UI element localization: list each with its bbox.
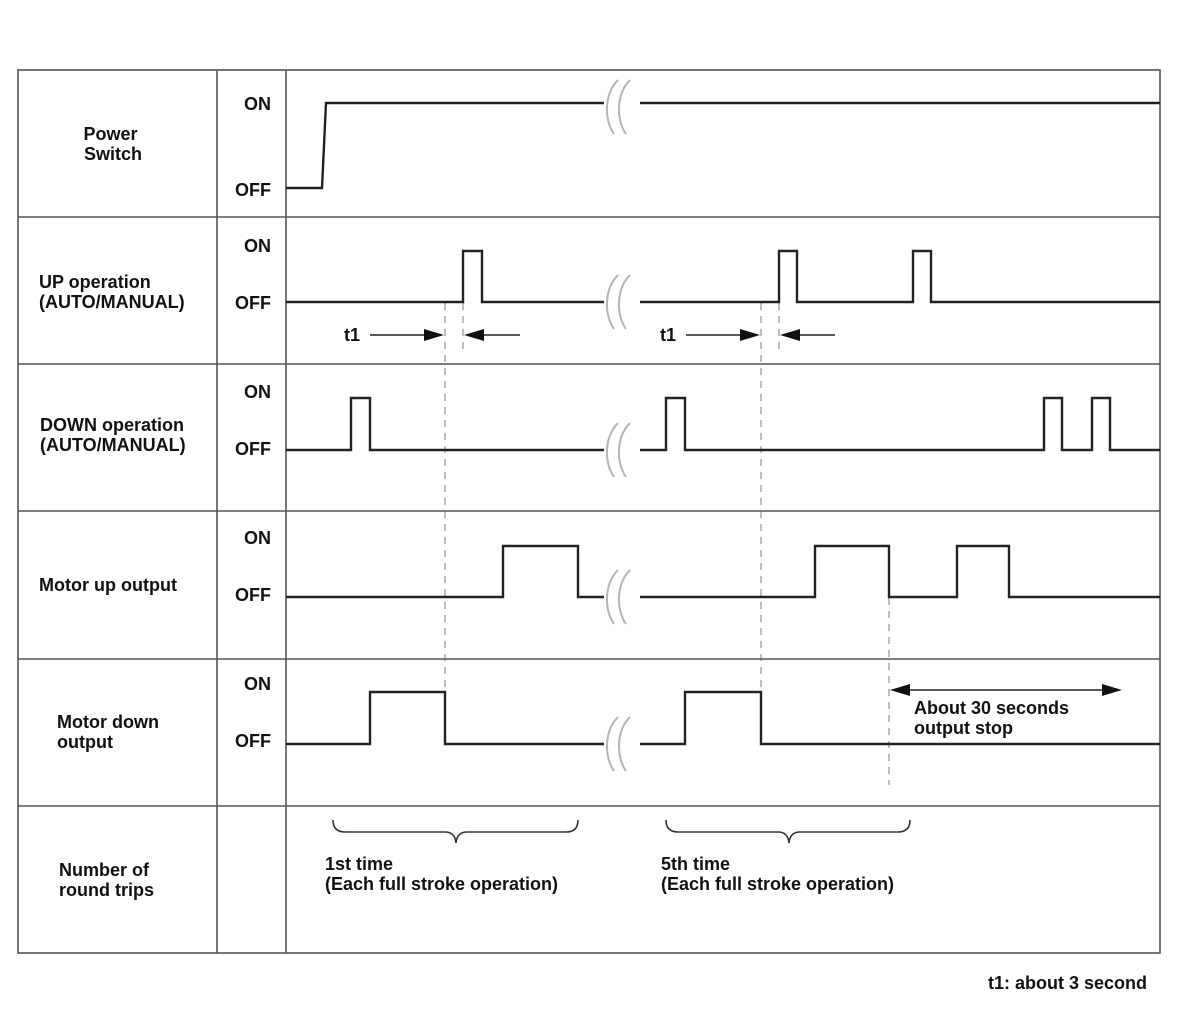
down-on-label: ON: [244, 382, 271, 402]
row-label-number-of-round-trips: Number of round trips: [59, 860, 154, 900]
motor-down-output-waveform: [286, 690, 1160, 746]
up-operation-waveform: [286, 249, 1160, 304]
t1-arrow-right: [424, 329, 444, 341]
row-label-motor-up-output: Motor up output: [39, 575, 177, 595]
row-label-power-switch: Power Switch: [83, 124, 142, 164]
power-switch-waveform: [286, 101, 1160, 190]
fifth-trip-label: 5th time (Each full stroke operation): [661, 854, 894, 894]
motor-down-on-label: ON: [244, 674, 271, 694]
t1-label-left: t1: [344, 325, 360, 345]
motor-up-output-waveform: [286, 544, 1160, 599]
fifth-trip-brace: [665, 819, 911, 844]
t1-arrow-right-2: [740, 329, 760, 341]
time-break-motor-down: [604, 715, 640, 773]
waveforms: [286, 101, 1160, 746]
t1-label-right: t1: [660, 325, 676, 345]
time-break-markers: [604, 78, 640, 773]
stop-arrow-right: [1102, 684, 1122, 696]
time-break-up: [604, 273, 640, 331]
first-trip-label: 1st time (Each full stroke operation): [325, 854, 558, 894]
up-off-label: OFF: [235, 293, 271, 313]
output-stop-annotation: About 30 seconds output stop: [890, 684, 1122, 738]
timing-reference-lines: [444, 303, 890, 785]
t1-marker-right: t1: [660, 325, 835, 345]
time-break-motor-up: [604, 568, 640, 626]
motor-down-off-label: OFF: [235, 731, 271, 751]
t1-arrow-left-2: [780, 329, 800, 341]
table-grid: [17, 69, 1161, 954]
row-label-down-operation: DOWN operation (AUTO/MANUAL): [40, 415, 189, 455]
down-operation-waveform: [286, 396, 1160, 452]
t1-arrow-left: [464, 329, 484, 341]
motor-up-off-label: OFF: [235, 585, 271, 605]
time-break-down: [604, 421, 640, 479]
up-on-label: ON: [244, 236, 271, 256]
row-label-motor-down-output: Motor down output: [57, 712, 164, 752]
stop-arrow-left: [890, 684, 910, 696]
first-trip-brace: [332, 819, 579, 844]
t1-marker-left: t1: [344, 325, 520, 345]
state-labels: ON OFF ON OFF ON OFF ON OFF ON OFF: [235, 94, 271, 751]
row-label-up-operation: UP operation (AUTO/MANUAL): [39, 272, 185, 312]
footnote: t1: about 3 second: [988, 973, 1147, 993]
power-off-label: OFF: [235, 180, 271, 200]
power-on-label: ON: [244, 94, 271, 114]
down-off-label: OFF: [235, 439, 271, 459]
time-break-power: [604, 78, 640, 136]
row-labels: Power Switch UP operation (AUTO/MANUAL) …: [39, 124, 189, 900]
stop-annotation-text: About 30 seconds output stop: [914, 698, 1074, 738]
motor-up-on-label: ON: [244, 528, 271, 548]
round-trip-annotations: 1st time (Each full stroke operation) 5t…: [325, 819, 911, 894]
